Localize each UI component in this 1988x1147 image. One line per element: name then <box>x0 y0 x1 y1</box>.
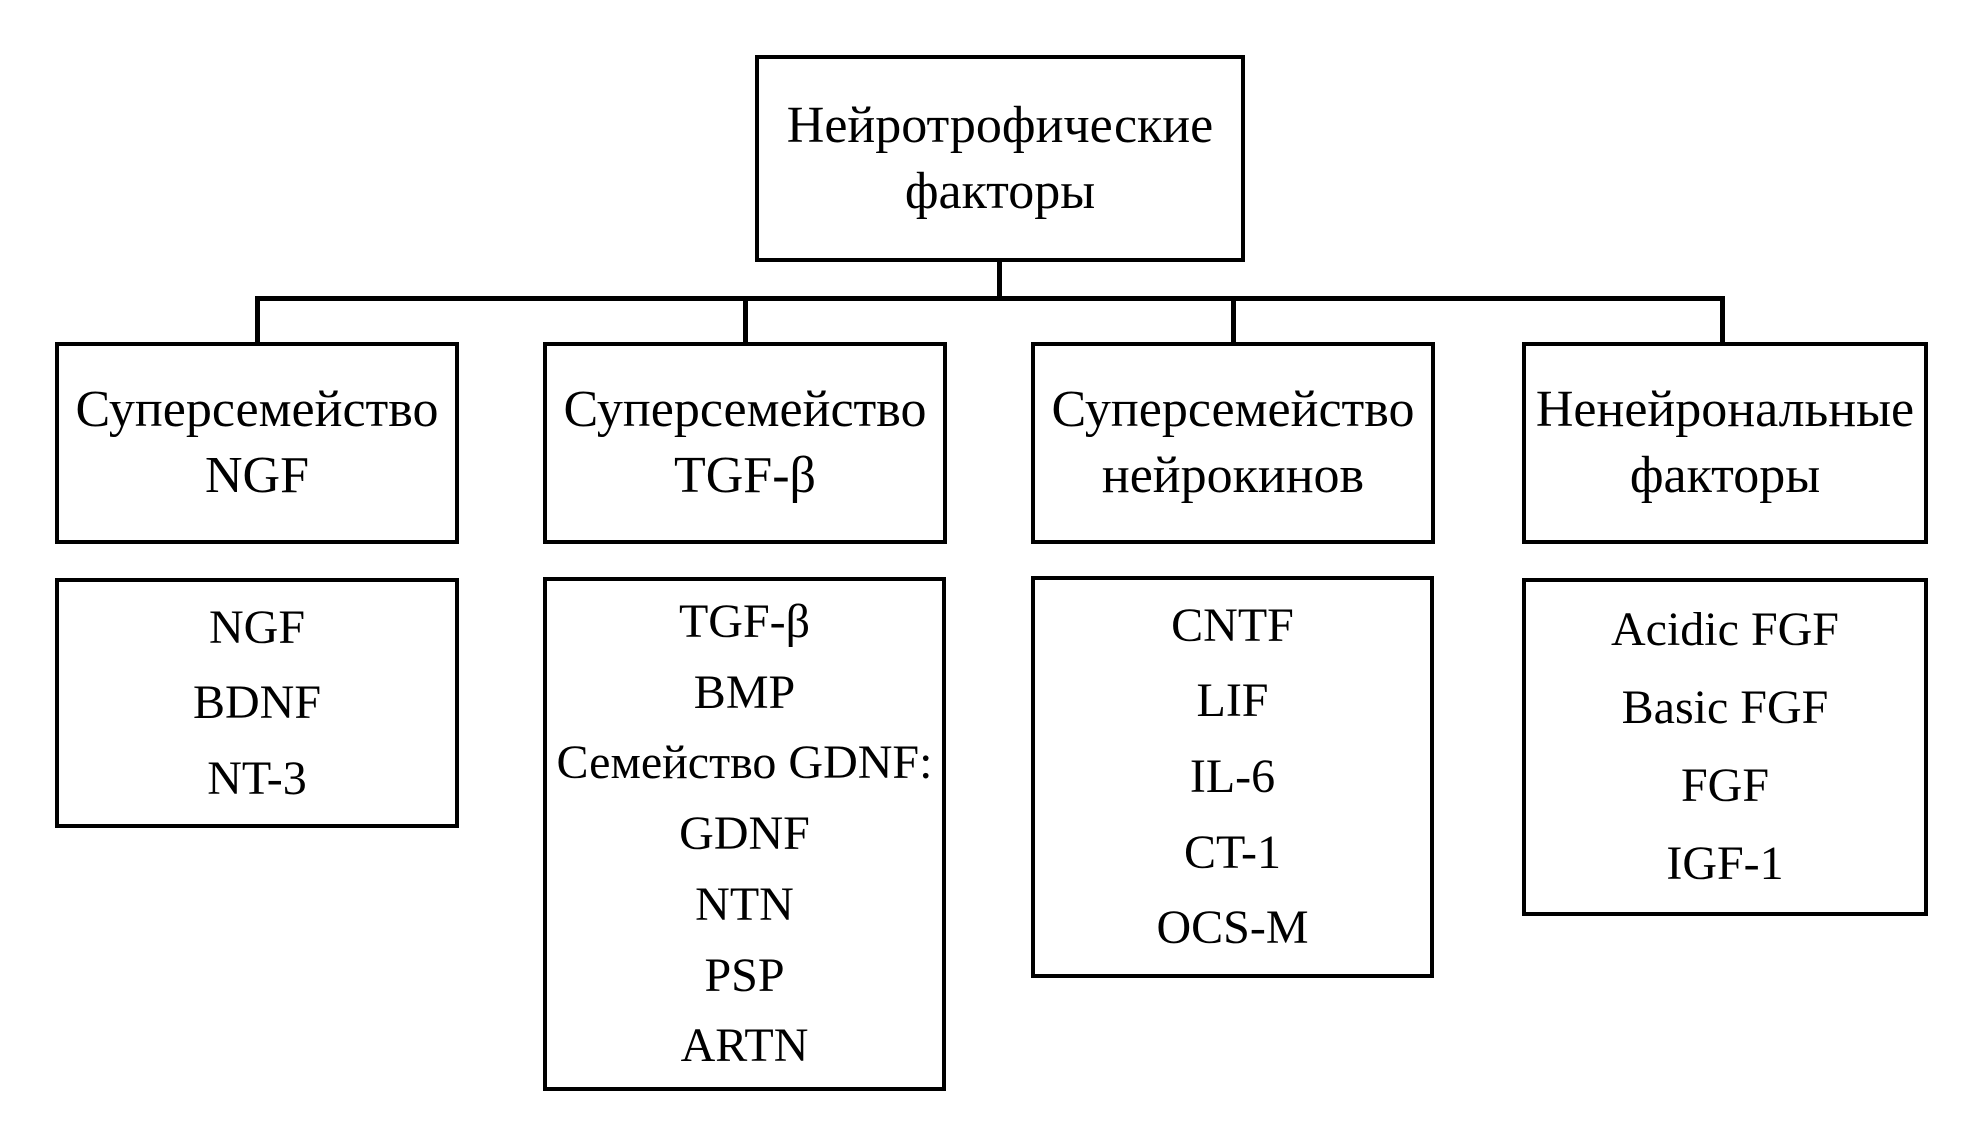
branch-title-line: нейрокинов <box>1101 447 1365 504</box>
branch-list-ngf: NGF BDNF NT-3 <box>55 578 459 828</box>
branch-title-line: факторы <box>1629 447 1821 504</box>
list-item: BDNF <box>192 676 322 729</box>
branch-header-neurokines: Суперсемейство нейрокинов <box>1031 342 1435 544</box>
branch-title-line: TGF-β <box>673 447 816 504</box>
list-item: IGF-1 <box>1666 837 1784 890</box>
list-item: CNTF <box>1171 598 1294 652</box>
branch-list-nonneuronal: Acidic FGF Basic FGF FGF IGF-1 <box>1522 578 1928 916</box>
list-item: TGF-β <box>678 594 811 648</box>
connector-drop-tgf <box>743 299 748 344</box>
list-item: Basic FGF <box>1621 681 1829 734</box>
list-item: Acidic FGF <box>1611 603 1839 656</box>
list-item: BMP <box>693 665 796 719</box>
connector-drop-nonneuronal <box>1720 299 1725 344</box>
branch-title-line: NGF <box>204 447 310 504</box>
root-box: Нейротрофические факторы <box>755 55 1245 262</box>
list-item: CT-1 <box>1184 825 1281 879</box>
connector-drop-neurokines <box>1231 299 1236 344</box>
connector-drop-ngf <box>255 299 260 344</box>
list-item: GDNF <box>679 807 810 860</box>
branch-list-tgf: TGF-β BMP Семейство GDNF: GDNF NTN PSP A… <box>543 577 946 1091</box>
branch-header-nonneuronal: Ненейрональные факторы <box>1522 342 1928 544</box>
list-item: PSP <box>704 948 785 1002</box>
connector-branch-line <box>255 296 1725 301</box>
connector-root-stem <box>997 260 1002 298</box>
root-title-line1: Нейротрофические <box>786 96 1214 154</box>
branch-title-line: Суперсемейство <box>563 381 927 438</box>
list-item: OCS-M <box>1156 901 1309 955</box>
list-item: NTN <box>695 877 794 931</box>
list-item: IL-6 <box>1189 749 1276 803</box>
branch-header-tgf: Суперсемейство TGF-β <box>543 342 947 544</box>
root-title-line2: факторы <box>904 162 1096 220</box>
list-item: ARTN <box>680 1019 809 1073</box>
branch-title-line: Ненейрональные <box>1535 381 1915 438</box>
list-item: NGF <box>208 600 306 654</box>
list-item: FGF <box>1680 759 1770 812</box>
list-item: NT-3 <box>207 751 307 805</box>
list-item: Семейство GDNF: <box>556 736 933 790</box>
branch-title-line: Суперсемейство <box>75 381 439 438</box>
branch-title-line: Суперсемейство <box>1051 381 1415 438</box>
branch-header-ngf: Суперсемейство NGF <box>55 342 459 544</box>
branch-list-neurokines: CNTF LIF IL-6 CT-1 OCS-M <box>1031 576 1434 978</box>
list-item: LIF <box>1196 674 1269 728</box>
